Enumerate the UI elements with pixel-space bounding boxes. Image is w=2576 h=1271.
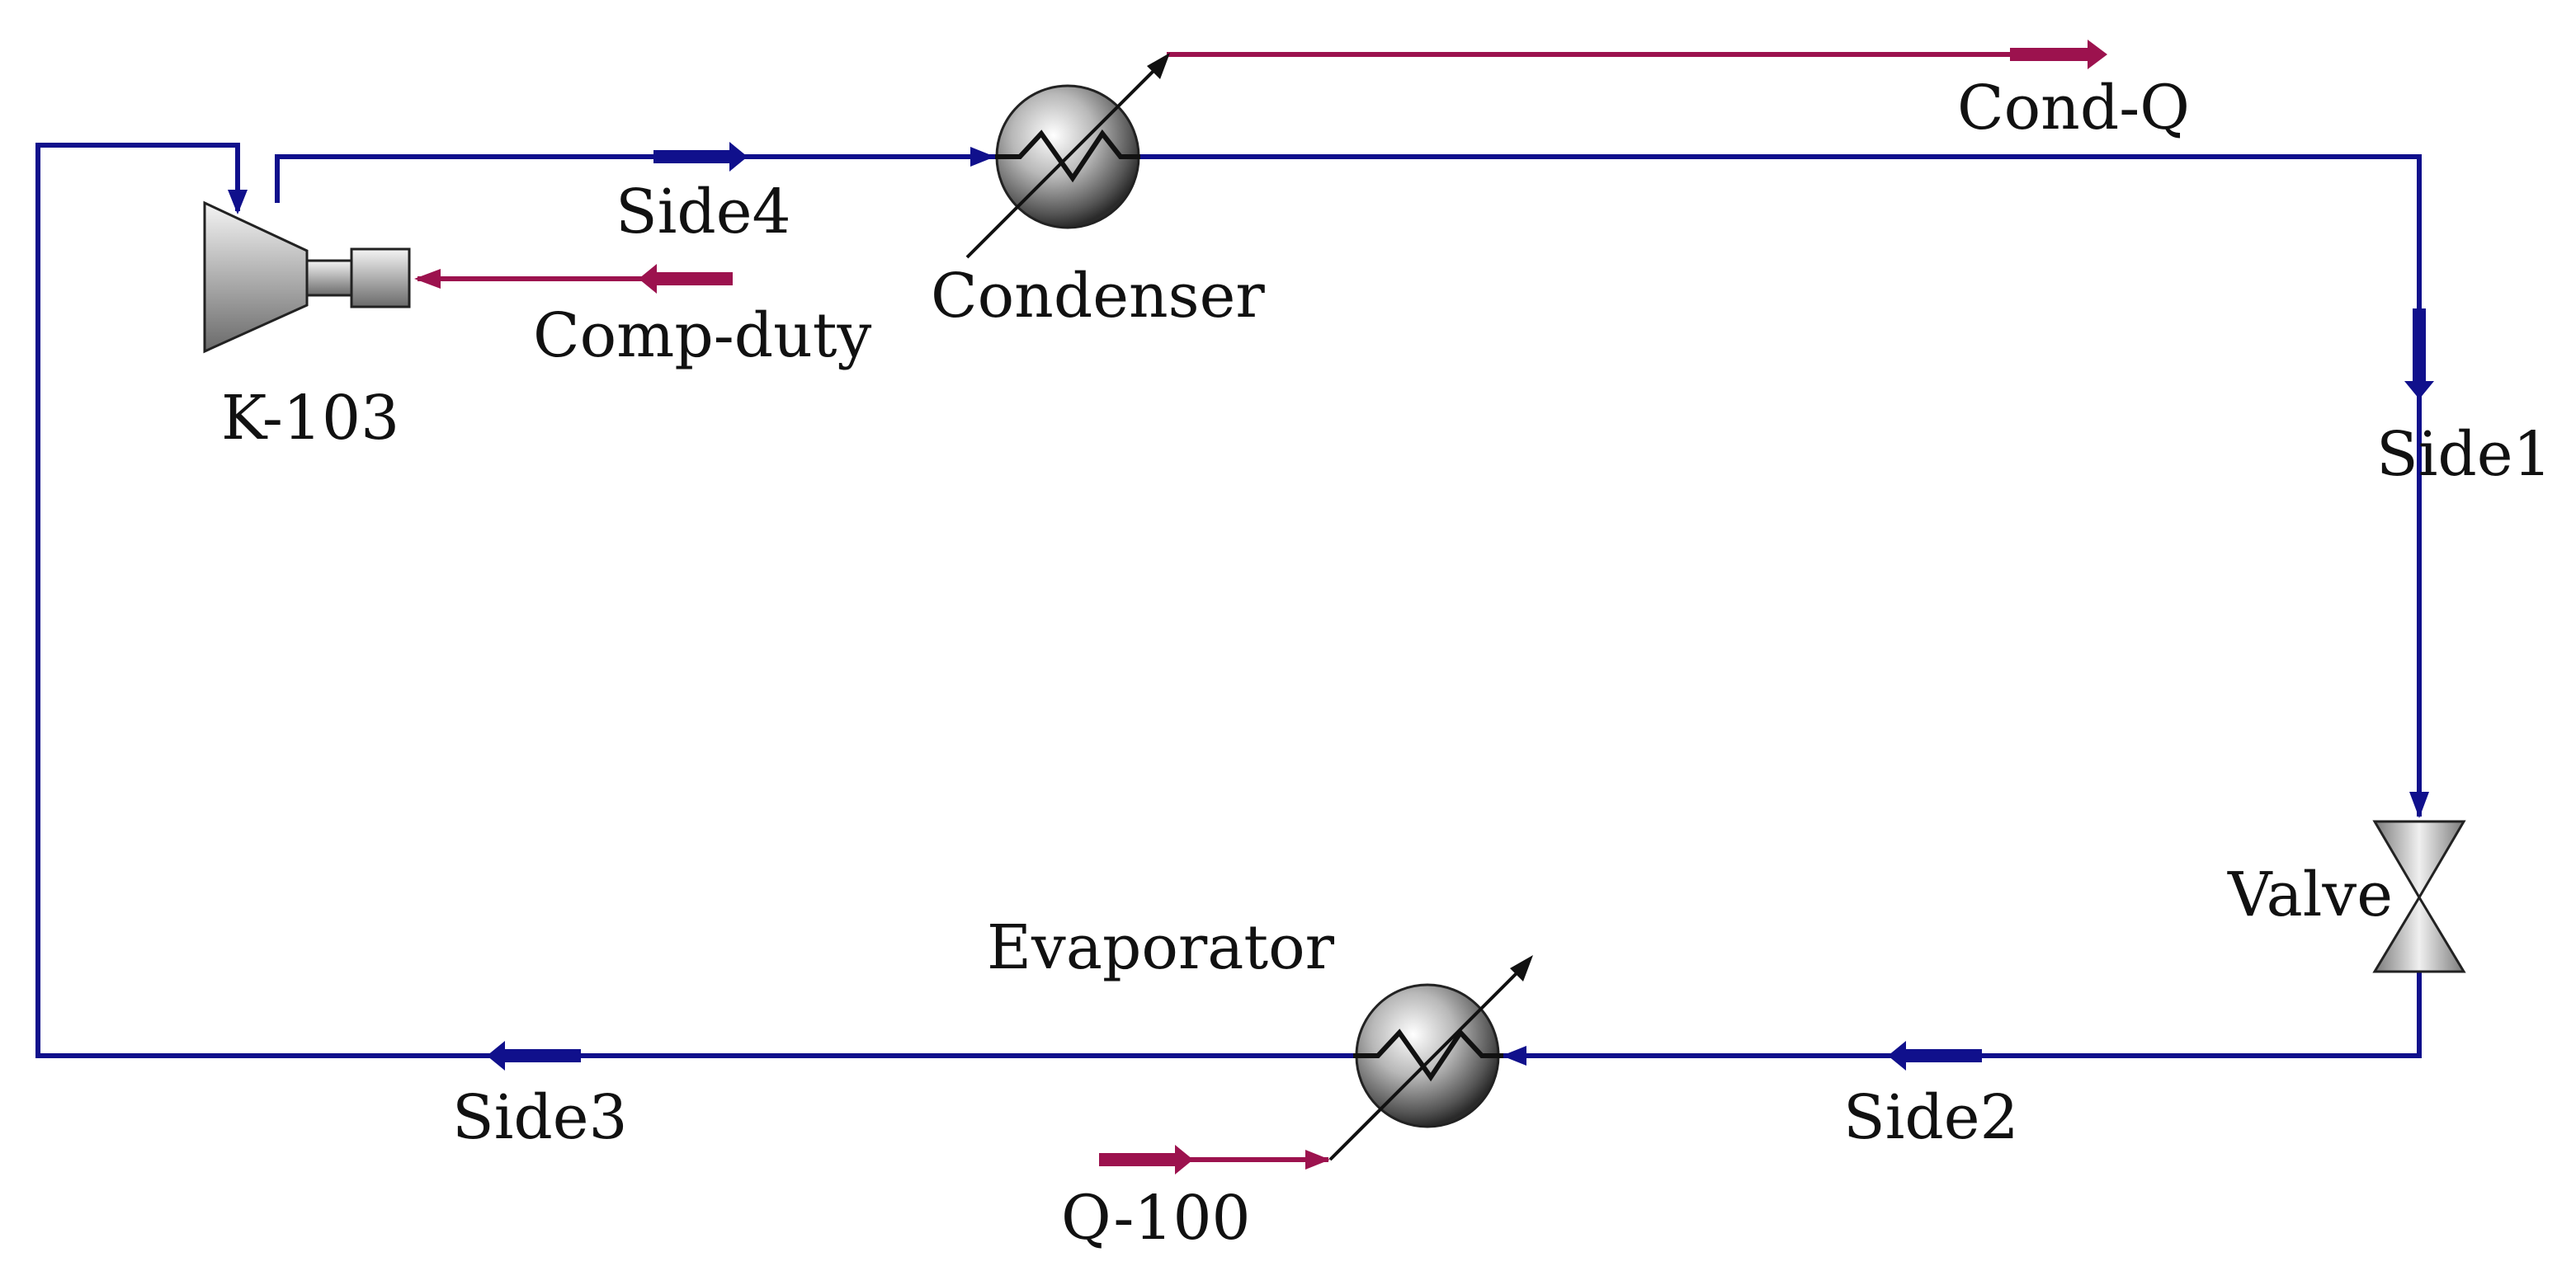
stream-q-100-marker-head (1175, 1145, 1193, 1174)
heat-exchanger-icon (965, 53, 1170, 259)
valve-label: Valve (2227, 859, 2393, 930)
stream-side1-marker (2413, 308, 2426, 381)
stream-side3-arrow (228, 190, 248, 214)
stream-side2-line[interactable] (1503, 972, 2422, 1058)
stream-cond-q-label: Cond-Q (1957, 73, 2190, 144)
stream-side4-marker (653, 150, 729, 163)
evaporator-label: Evaporator (987, 912, 1335, 983)
valve-icon (2372, 820, 2466, 973)
stream-side3-marker (505, 1049, 581, 1062)
stream-q-100-arrow (1305, 1150, 1330, 1170)
compressor-label: K-103 (221, 383, 399, 454)
labels: K-103 Condenser Evaporator Valve Side4 S… (221, 73, 2552, 1254)
valve[interactable] (2372, 820, 2466, 973)
stream-side4-line[interactable] (275, 154, 995, 203)
material-streams (35, 142, 2434, 1071)
stream-side1-label: Side1 (2376, 419, 2552, 490)
condenser[interactable] (965, 53, 1170, 259)
stream-side1-marker-head (2404, 381, 2434, 399)
compressor-icon (203, 200, 411, 354)
condenser-label: Condenser (931, 261, 1265, 332)
stream-side3-line[interactable] (35, 143, 1353, 1058)
stream-side4-arrow (970, 147, 995, 167)
stream-side1-line[interactable] (1140, 154, 2422, 817)
stream-side2-label: Side2 (1843, 1082, 2019, 1153)
stream-comp-duty-marker (657, 272, 733, 285)
stream-cond-q-marker-head (2088, 40, 2107, 69)
stream-cond-q-marker (2010, 48, 2088, 61)
stream-comp-duty-arrow (414, 269, 441, 289)
heat-exchanger-icon (1328, 955, 1533, 1161)
stream-side2-arrow (1502, 1046, 1526, 1066)
stream-side2-marker-head (1888, 1041, 1906, 1071)
stream-comp-duty-marker-head (639, 264, 657, 294)
energy-streams (414, 40, 2107, 1174)
stream-q-100-label: Q-100 (1061, 1183, 1251, 1254)
evaporator[interactable] (1328, 955, 1533, 1161)
stream-side4-marker-head (729, 142, 748, 172)
stream-side1-arrow (2409, 792, 2429, 818)
stream-side4-label: Side4 (616, 177, 791, 247)
compressor-k103[interactable] (203, 200, 411, 354)
stream-side2-marker (1906, 1049, 1982, 1062)
stream-q-100-marker (1099, 1153, 1175, 1166)
stream-side3-marker-head (487, 1041, 505, 1071)
stream-comp-duty-label: Comp-duty (533, 300, 871, 371)
stream-side3-label: Side3 (452, 1082, 628, 1153)
